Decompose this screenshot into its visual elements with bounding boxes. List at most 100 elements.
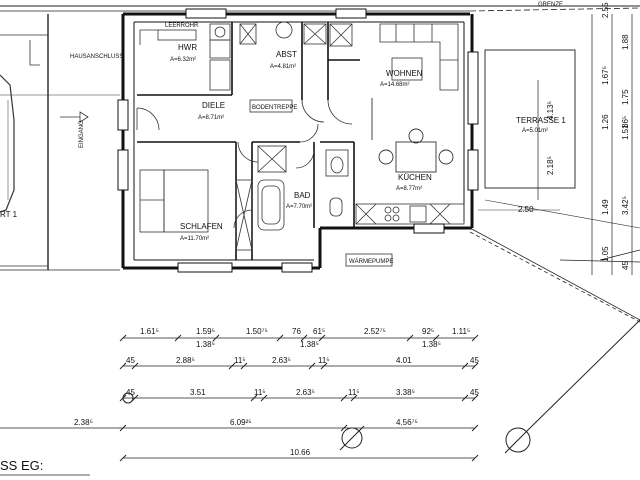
dimension-label: 76 [292,327,301,336]
dimension-tick [318,334,326,342]
dimension-label: 45 [126,356,135,365]
eingang-label: EINGANG [79,120,85,148]
room-kuchen: KÜCHEN [398,173,432,182]
dimension-label: 2.63⁵ [272,356,291,365]
sofa [379,23,459,91]
dimension-tick [308,362,316,370]
dimension-tick [432,334,440,342]
room-diele-area: A=8.71m² [198,115,224,121]
dimension-label-vertical: 1.51 [621,124,630,140]
dimension-label: 92⁵ [422,327,434,336]
dimension-tick [119,362,127,370]
dimension-tick [340,424,348,432]
dimension-tick [240,362,248,370]
dimension-tick [260,394,268,402]
dim-250: 2.50 [518,205,534,214]
bodentreppe-label: BODENTREPPE [252,105,297,111]
hausanschluss-label: HAUSANSCHLUSS [70,54,123,60]
dimension-label: 11⁵ [234,356,246,365]
axis-markers [122,319,640,454]
dimension-tick [119,334,127,342]
dimension-row-4: 2.38⁵ 6.09²⁵ 4.56⁷⁵ [74,418,418,427]
dimension-label-vertical: 1.26 [601,114,610,130]
dimension-label: 2.38⁵ [74,418,93,427]
dimension-label: 11⁵ [254,388,266,397]
dimension-tick [471,454,479,462]
bottom-dimension-lines [0,337,475,476]
terrasse-label: TERRASSE 1 [516,116,566,125]
room-abst: ABST [276,50,297,59]
dimension-tick [350,394,358,402]
terrasse-area: A=5.01m² [522,128,548,134]
dimension-label-vertical: 1.05 [601,246,610,262]
dimension-label-vertical: 4.13⁵ [546,101,555,120]
dimension-label: 11⁵ [318,356,330,365]
dimension-tick [276,334,284,342]
windows [117,8,479,273]
dimension-label: 1.38⁵ [422,340,441,349]
room-schlafen: SCHLAFEN [180,222,223,231]
room-hwr-area: A=6.32m² [170,57,196,63]
bathroom-fixtures [257,145,349,231]
dimension-label-vertical: 45 [621,261,630,270]
dimension-label: 4.56⁷⁵ [396,418,418,427]
waermepumpe-box [345,253,393,267]
dimension-label: 10.66 [290,448,311,457]
room-abst-area: A=4.81m² [270,64,296,70]
site-lines [0,227,640,323]
room-schlafen-area: A=11.70m² [180,236,209,242]
dimension-tick [174,334,182,342]
doors [136,99,353,229]
bedroom-furniture [139,169,253,251]
room-wohnen: WOHNEN [386,69,423,78]
dimension-label-vertical: 1.49 [601,199,610,215]
dimension-label: 61⁵ [313,327,325,336]
room-bad: BAD [294,191,311,200]
dimension-label-vertical: 1.67⁵ [601,66,610,85]
dimension-tick [461,362,469,370]
dimension-tick [406,334,414,342]
dimension-label: 6.09²⁵ [230,418,252,427]
dimension-label: 3.51 [190,388,206,397]
dimension-label: 3.38⁵ [396,388,415,397]
dimension-label: 1.38⁵ [196,340,215,349]
dimension-label: 2.63⁵ [296,388,315,397]
dimension-label: 1.11⁵ [452,327,470,336]
dimension-label-vertical: 3.42⁵ [621,196,630,215]
room-hwr: HWR [178,43,197,52]
dimension-tick [228,362,236,370]
dimension-tick [119,454,127,462]
dimension-tick [320,362,328,370]
dimension-tick [212,334,220,342]
dimension-tick [131,362,139,370]
bodentreppe-box [249,99,293,113]
abst-fixtures [239,21,353,47]
dimension-tick [461,394,469,402]
dimension-label: 2.88⁵ [176,356,195,365]
carport-area [0,14,120,270]
dimension-label-vertical: 1.75 [621,89,630,105]
bottom-ticks [119,334,479,462]
dimension-label: 1.61⁵ [140,327,159,336]
dimension-tick [471,424,479,432]
leerrohr-label: LEERROHR [165,23,199,29]
room-bad-area: A=7.70m² [286,204,312,210]
dimension-label-vertical: 2.18⁵ [546,156,555,175]
dimension-tick [471,394,479,402]
dimension-tick [300,334,308,342]
right-dimension-lines [537,14,633,275]
dimension-label: 45 [126,388,135,397]
grenze-label: GRENZE [538,2,563,8]
dining-table [371,98,454,173]
dimension-label-vertical: 1.88 [621,34,630,50]
waermepumpe-label: WÄRMEPUMPE [349,258,393,265]
top-border [0,5,640,12]
kitchen-counter [355,203,465,225]
plan-title: SS EG: [0,458,43,473]
